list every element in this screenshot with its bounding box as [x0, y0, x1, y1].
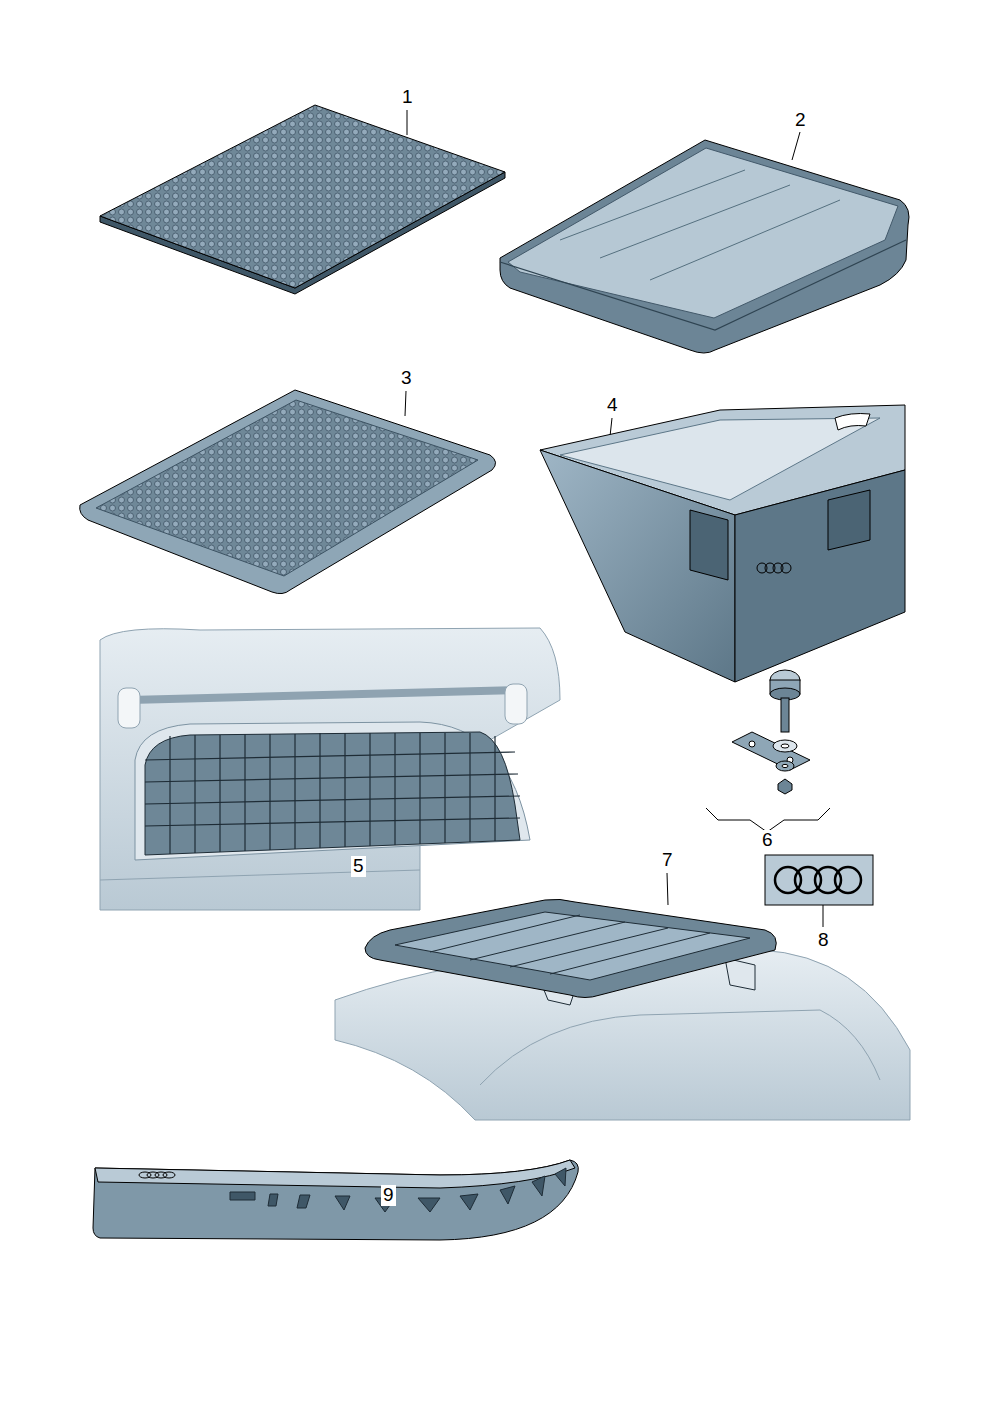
callout-number: 2: [793, 110, 808, 131]
callout-number: 3: [399, 368, 414, 389]
callout-number: 1: [400, 87, 415, 108]
callout-number: 5: [351, 856, 366, 877]
callout-number: 9: [381, 1185, 396, 1206]
callout-number: 8: [816, 930, 831, 951]
callout-number: 4: [605, 395, 620, 416]
callout-number: 6: [760, 830, 775, 851]
callout-number: 7: [660, 850, 675, 871]
